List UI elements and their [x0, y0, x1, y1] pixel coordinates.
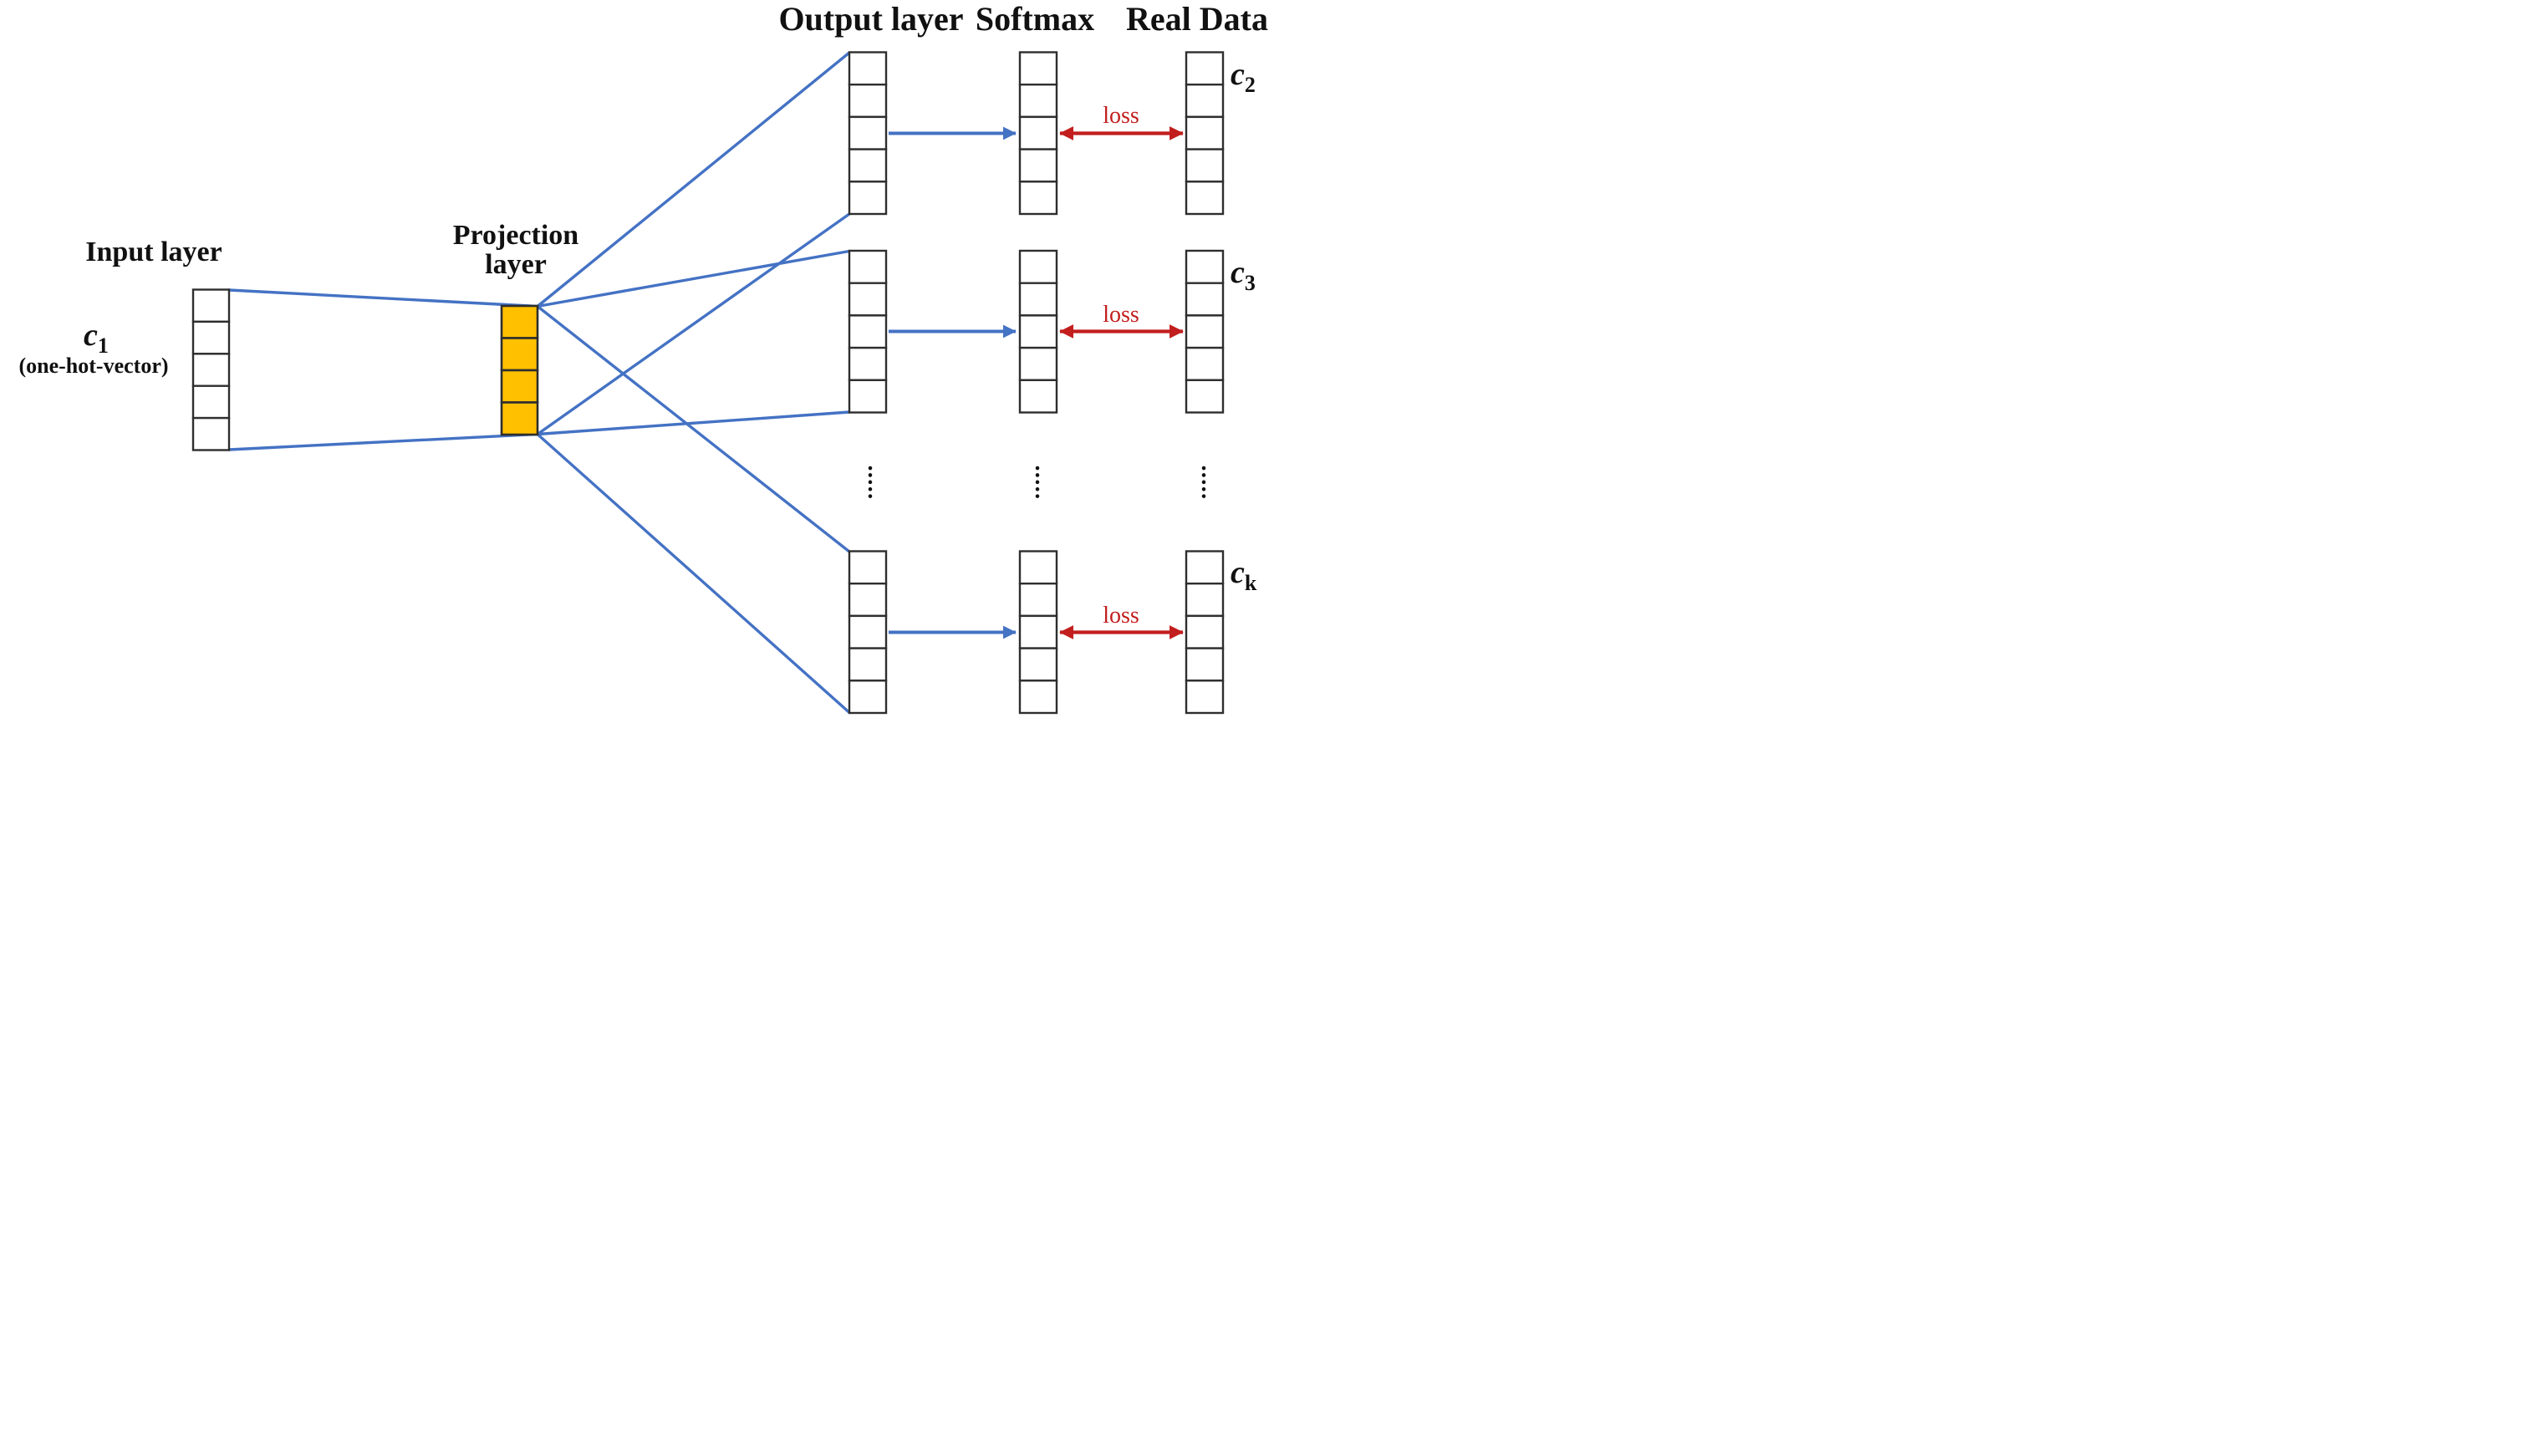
cell — [191, 288, 231, 323]
cell — [848, 680, 888, 715]
real-subscript: 2 — [1245, 73, 1256, 97]
cell — [848, 115, 888, 150]
cell — [1185, 583, 1225, 618]
real-data-label-1: c2 — [1231, 57, 1256, 97]
projection-cell — [500, 369, 539, 404]
cell — [1018, 249, 1058, 284]
cell — [848, 83, 888, 119]
projection-stack — [500, 304, 539, 436]
one-hot-vector-caption: (one-hot-vector) — [18, 354, 168, 378]
loss-label-1: loss — [1103, 103, 1139, 129]
cell — [1018, 51, 1058, 86]
real-data-label-2: c3 — [1231, 255, 1256, 295]
softmax-stack-3 — [1018, 550, 1058, 715]
cell — [191, 416, 231, 451]
input-vector-label: c1 — [84, 318, 109, 358]
cell — [1018, 181, 1058, 216]
real-symbol: c — [1231, 255, 1245, 290]
real-data-stack-3 — [1185, 550, 1225, 715]
cell — [191, 320, 231, 355]
line-projection-to-output3-bottom — [536, 432, 851, 715]
cell — [1018, 680, 1058, 715]
cell — [1185, 346, 1225, 382]
cell — [848, 614, 888, 649]
line-projection-to-output1-bottom — [536, 212, 851, 436]
softmax-stack-2 — [1018, 249, 1058, 414]
connection-lines — [227, 51, 851, 715]
cell — [191, 384, 231, 420]
cell — [1018, 550, 1058, 585]
output-stack-2 — [848, 249, 888, 414]
cell — [191, 353, 231, 387]
cell — [1185, 83, 1225, 119]
cell — [848, 583, 888, 618]
cell — [1185, 314, 1225, 349]
cell — [1185, 181, 1225, 216]
input-layer-title: Input layer — [85, 237, 222, 267]
projection-layer-title-line1: Projection — [453, 220, 579, 251]
loss-label-2: loss — [1103, 302, 1139, 328]
output-stack-1 — [848, 51, 888, 216]
real-data-label-3: ck — [1231, 555, 1257, 595]
projection-cell — [500, 401, 539, 436]
output-stack-3 — [848, 550, 888, 715]
input-stack — [191, 288, 231, 451]
cell — [1018, 282, 1058, 317]
cell — [1185, 51, 1225, 86]
cell — [1185, 379, 1225, 414]
cell — [848, 346, 888, 382]
cell — [1018, 346, 1058, 382]
diagram-canvas: loss c2 loss c3 — [0, 0, 1274, 728]
cell — [1018, 614, 1058, 649]
line-input-to-projection-top — [227, 288, 539, 308]
output-layer-header: Output layer — [778, 0, 963, 38]
line-projection-to-output3-top — [536, 304, 851, 553]
cell — [1018, 148, 1058, 183]
network-diagram: loss c2 loss c3 — [18, 0, 1268, 715]
cell — [1018, 647, 1058, 682]
cell — [1185, 614, 1225, 649]
line-projection-to-output2-bottom — [536, 410, 851, 436]
line-projection-to-output2-top — [536, 249, 851, 308]
line-input-to-projection-bottom — [227, 432, 539, 451]
real-data-stack-1 — [1185, 51, 1225, 216]
cell — [1185, 647, 1225, 682]
real-symbol: c — [1231, 57, 1245, 92]
cell — [848, 647, 888, 682]
cell — [1185, 550, 1225, 585]
loss-label-3: loss — [1103, 603, 1139, 629]
cell — [1185, 115, 1225, 150]
cell — [848, 379, 888, 414]
input-symbol: c — [84, 318, 98, 353]
cell — [848, 181, 888, 216]
cell — [1185, 680, 1225, 715]
cell — [1185, 249, 1225, 284]
real-data-header: Real Data — [1126, 0, 1268, 38]
real-subscript: k — [1245, 571, 1257, 595]
projection-layer-title-line2: layer — [485, 249, 547, 280]
projection-cell — [500, 337, 539, 372]
cell — [848, 550, 888, 585]
cell — [1185, 148, 1225, 183]
cell — [1018, 379, 1058, 414]
real-subscript: 3 — [1245, 271, 1256, 295]
cell — [848, 148, 888, 183]
cell — [848, 282, 888, 317]
cell — [1185, 282, 1225, 317]
projection-cell — [500, 304, 539, 339]
cell — [848, 51, 888, 86]
real-data-stack-2 — [1185, 249, 1225, 414]
real-symbol: c — [1231, 555, 1245, 590]
cell — [1018, 115, 1058, 150]
cell — [1018, 83, 1058, 119]
cell — [848, 249, 888, 284]
line-projection-to-output1-top — [536, 51, 851, 308]
softmax-stack-1 — [1018, 51, 1058, 216]
cell — [1018, 314, 1058, 349]
input-subscript: 1 — [98, 333, 109, 358]
cell — [1018, 583, 1058, 618]
cell — [848, 314, 888, 349]
softmax-header: Softmax — [976, 0, 1094, 38]
